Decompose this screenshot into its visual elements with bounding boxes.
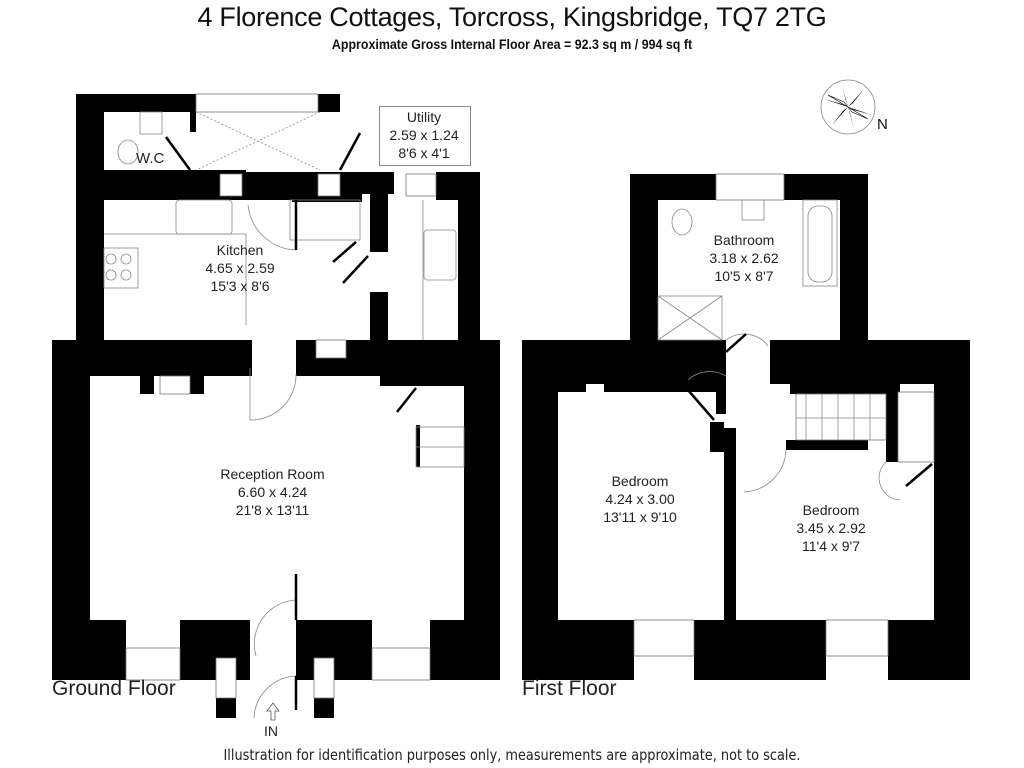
entrance-arrow-icon: [266, 702, 280, 721]
north-label: N: [877, 116, 888, 133]
room-label-kitchen: Kitchen 4.65 x 2.59 15'3 x 8'6: [190, 241, 290, 295]
disclaimer-footer: Illustration for identification purposes…: [223, 746, 801, 764]
room-imperial: 10'5 x 8'7: [714, 268, 774, 284]
room-label-utility: Utility 2.59 x 1.24 8'6 x 4'1: [379, 108, 469, 162]
room-metric: 4.65 x 2.59: [205, 260, 275, 276]
compass-rose-icon: [820, 79, 876, 135]
room-metric: 4.24 x 3.00: [605, 491, 675, 507]
room-metric: 2.59 x 1.24: [389, 127, 459, 143]
room-label-reception: Reception Room 6.60 x 4.24 21'8 x 13'11: [200, 465, 345, 519]
room-name: Kitchen: [216, 242, 264, 258]
room-name: Reception Room: [220, 466, 325, 482]
room-name: Bedroom: [611, 473, 669, 489]
room-name: W.C: [136, 150, 165, 167]
utility-label-box: [379, 106, 471, 166]
room-imperial: 13'11 x 9'10: [603, 509, 677, 525]
entrance-label: IN: [264, 723, 278, 739]
first-floor-label: First Floor: [522, 677, 617, 700]
room-imperial: 21'8 x 13'11: [235, 502, 310, 518]
ground-floor-windows: [125, 93, 437, 699]
room-metric: 3.45 x 2.92: [796, 520, 866, 536]
room-label-bathroom: Bathroom 3.18 x 2.62 10'5 x 8'7: [694, 231, 794, 285]
room-metric: 6.60 x 4.24: [237, 484, 308, 500]
first-floor-walls: [522, 174, 970, 680]
room-label-bedroom-1: Bedroom 4.24 x 3.00 13'11 x 9'10: [590, 472, 690, 526]
floor-area-subtitle: Approximate Gross Internal Floor Area = …: [331, 37, 693, 52]
page-title: 4 Florence Cottages, Torcross, Kingsbrid…: [197, 2, 827, 32]
room-metric: 3.18 x 2.62: [709, 250, 779, 266]
room-imperial: 11'4 x 9'7: [801, 538, 861, 554]
ground-floor-doors: [164, 132, 417, 710]
room-name: Bedroom: [802, 502, 860, 518]
ground-floor-fixtures: [103, 111, 465, 719]
first-floor-doors: [687, 333, 933, 487]
first-floor-fixtures: [657, 199, 901, 501]
room-imperial: 15'3 x 8'6: [210, 278, 270, 294]
ground-floor-label: Ground Floor: [52, 677, 176, 700]
room-name: Bathroom: [713, 232, 775, 248]
room-imperial: 8'6 x 4'1: [398, 145, 450, 161]
room-label-wc: W.C: [136, 150, 192, 168]
first-floor-windows: [633, 173, 935, 657]
room-name: Utility: [406, 109, 442, 125]
room-label-bedroom-2: Bedroom 3.45 x 2.92 11'4 x 9'7: [781, 501, 881, 555]
